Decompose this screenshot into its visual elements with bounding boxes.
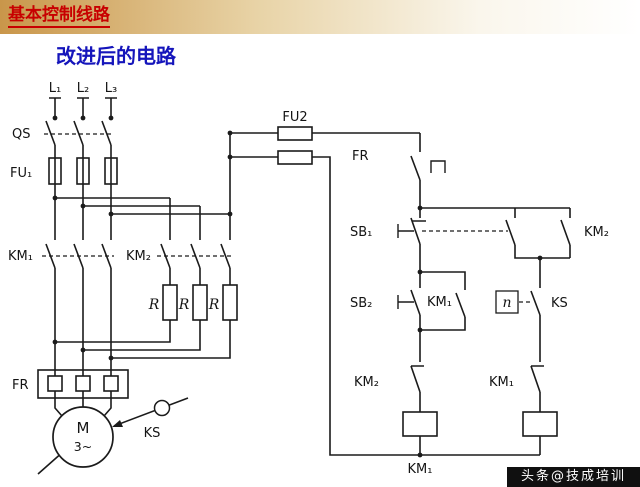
- contact-blades: [45, 120, 571, 393]
- sb1-label: SB₁: [350, 225, 372, 240]
- speed-box: n: [495, 290, 519, 314]
- labels: L₁ L₂ L₃ QS FU₁ KM₁ KM₂ R R R FR FU2 FR …: [8, 81, 609, 393]
- fr-thermal-element: [37, 369, 129, 399]
- r2-label: R: [178, 297, 190, 313]
- phase-l1-label: L₁: [49, 81, 61, 96]
- phase-l2-label: L₂: [77, 81, 89, 96]
- motor-phase-label: 3~: [74, 439, 92, 454]
- sb2-label: SB₂: [350, 296, 372, 311]
- r3-label: R: [208, 297, 220, 313]
- km1-coil-label: KM₁: [408, 462, 433, 477]
- r1-label: R: [148, 297, 160, 313]
- ks-speed-relay-rotor: KS: [144, 399, 171, 441]
- fr-main-label: FR: [12, 378, 29, 393]
- shaft-arrow: [112, 420, 123, 427]
- fr-contact-label: FR: [352, 149, 369, 164]
- wires: [49, 97, 571, 456]
- fu1-fuses: [48, 157, 118, 185]
- km2-brake-label: KM₂: [126, 249, 151, 264]
- km1-main-label: KM₁: [8, 249, 33, 264]
- km2-coil: [522, 411, 558, 437]
- km1-latch-label: KM₁: [427, 295, 452, 310]
- dashed-links: [42, 133, 533, 303]
- km2-latch-label: KM₂: [584, 225, 609, 240]
- header-bar: 基本控制线路: [0, 0, 640, 34]
- fu1-label: FU₁: [10, 166, 32, 181]
- km1-interlock-label: KM₁: [489, 375, 514, 390]
- km1-coil: KM₁: [402, 411, 438, 477]
- km2-interlock-label: KM₂: [354, 375, 379, 390]
- qs-label: QS: [12, 127, 30, 142]
- brake-resistors: [162, 284, 238, 321]
- ks-rotor-label: KS: [144, 426, 161, 441]
- contact-details: [397, 160, 544, 367]
- subtitle: 改进后的电路: [56, 44, 176, 68]
- speed-n-label: n: [502, 295, 511, 311]
- fu2-fuses: [277, 126, 313, 165]
- phase-l3-label: L₃: [105, 81, 117, 96]
- ks-contact-label: KS: [551, 296, 568, 311]
- motor-letter: M: [77, 419, 90, 437]
- page-title: 基本控制线路: [8, 6, 110, 28]
- junction-dots: [52, 115, 543, 458]
- fu2-label: FU2: [282, 110, 307, 125]
- watermark: 头条@技成培训: [506, 467, 640, 487]
- motor: M 3~: [52, 406, 114, 468]
